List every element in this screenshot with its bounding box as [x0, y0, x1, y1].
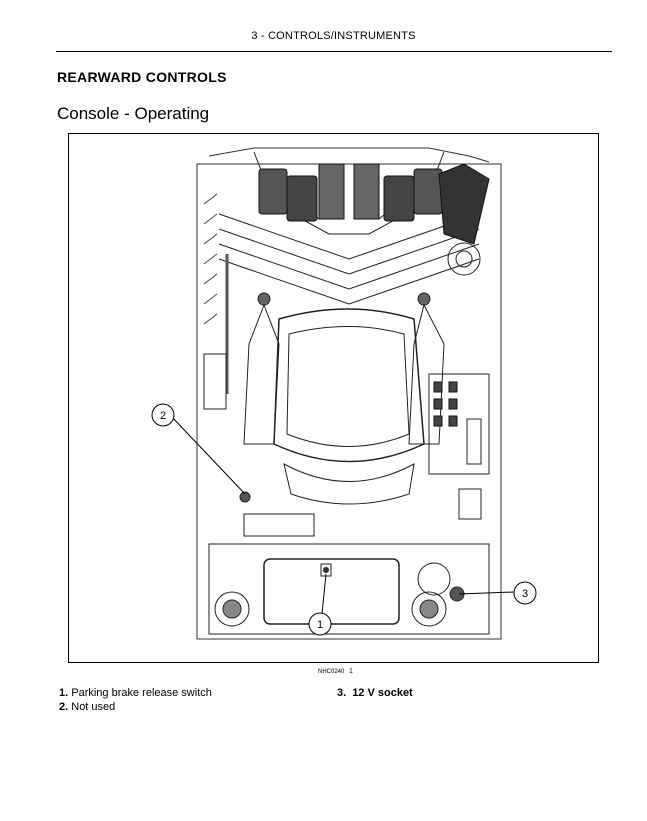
figure-number: 1: [349, 668, 353, 675]
callout-2-circle: [151, 403, 175, 427]
legend-label: 12 V socket: [352, 687, 413, 699]
figure-reference-code: NHC0240: [318, 669, 345, 675]
section-title: REARWARD CONTROLS: [57, 69, 227, 85]
legend-number: 1.: [59, 687, 69, 699]
page-header: 3 - CONTROLS/INSTRUMENTS: [251, 30, 416, 42]
legend-item: 2. Not used: [59, 701, 115, 713]
console-illustration: 2 1 3: [68, 133, 599, 663]
legend-item: 3. 12 V socket: [337, 687, 413, 699]
header-divider: [56, 51, 612, 52]
callout-3-circle: [513, 581, 537, 605]
legend-number: 3.: [337, 687, 347, 699]
legend-label: Not used: [71, 701, 116, 713]
subsection-title: Console - Operating: [57, 104, 210, 123]
legend-number: 2.: [59, 701, 69, 713]
legend-item: 1. Parking brake release switch: [59, 687, 212, 699]
callout-1-circle: [308, 612, 332, 636]
callout-3-label: 3: [522, 588, 528, 600]
callout-1-label: 1: [317, 619, 323, 631]
legend-label: Parking brake release switch: [71, 687, 212, 699]
callout-2-label: 2: [160, 410, 166, 422]
console-line-drawing: 2 1 3: [151, 147, 537, 640]
